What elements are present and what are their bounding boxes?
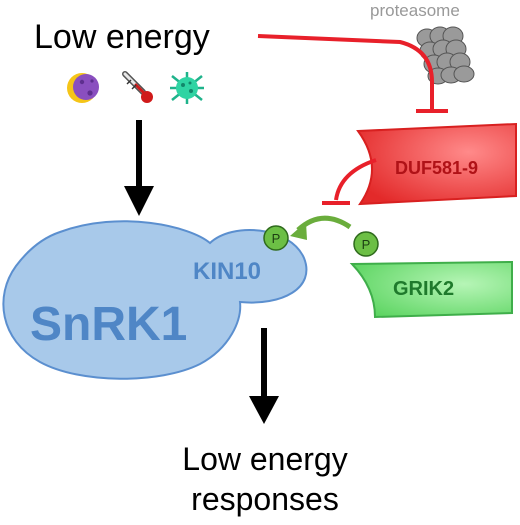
- grik2-protein: [349, 260, 513, 319]
- kin10-phospho-site: P: [263, 225, 289, 251]
- arrow-to-responses-head: [249, 396, 279, 424]
- kin10-label: KIN10: [193, 258, 261, 285]
- snrk1-label: SnRK1: [30, 298, 187, 351]
- low-energy-title: Low energy: [34, 18, 210, 56]
- proteasome-label: proteasome: [370, 1, 460, 20]
- phosphorylation-arrow-head: [290, 222, 307, 240]
- pathogen-icon: [170, 72, 204, 104]
- arrow-to-snrk1-head: [124, 186, 154, 216]
- thermometer-icon: [122, 71, 153, 103]
- responses-line1: Low energy: [182, 441, 347, 477]
- snrk1-complex: [2, 220, 308, 380]
- grik2-phospho-label: P: [362, 237, 371, 252]
- kin10-phospho-label: P: [272, 231, 281, 246]
- duf581-9-label: DUF581-9: [395, 158, 478, 178]
- moon-icon: [67, 73, 99, 103]
- inhibition-line-low-energy: [257, 34, 434, 110]
- grik2-label: GRIK2: [393, 278, 454, 300]
- responses-line2: responses: [191, 481, 339, 517]
- grik2-phospho-site: P: [353, 231, 379, 257]
- inhibition-line-duf: [334, 158, 377, 201]
- duf581-9-protein: [356, 122, 517, 206]
